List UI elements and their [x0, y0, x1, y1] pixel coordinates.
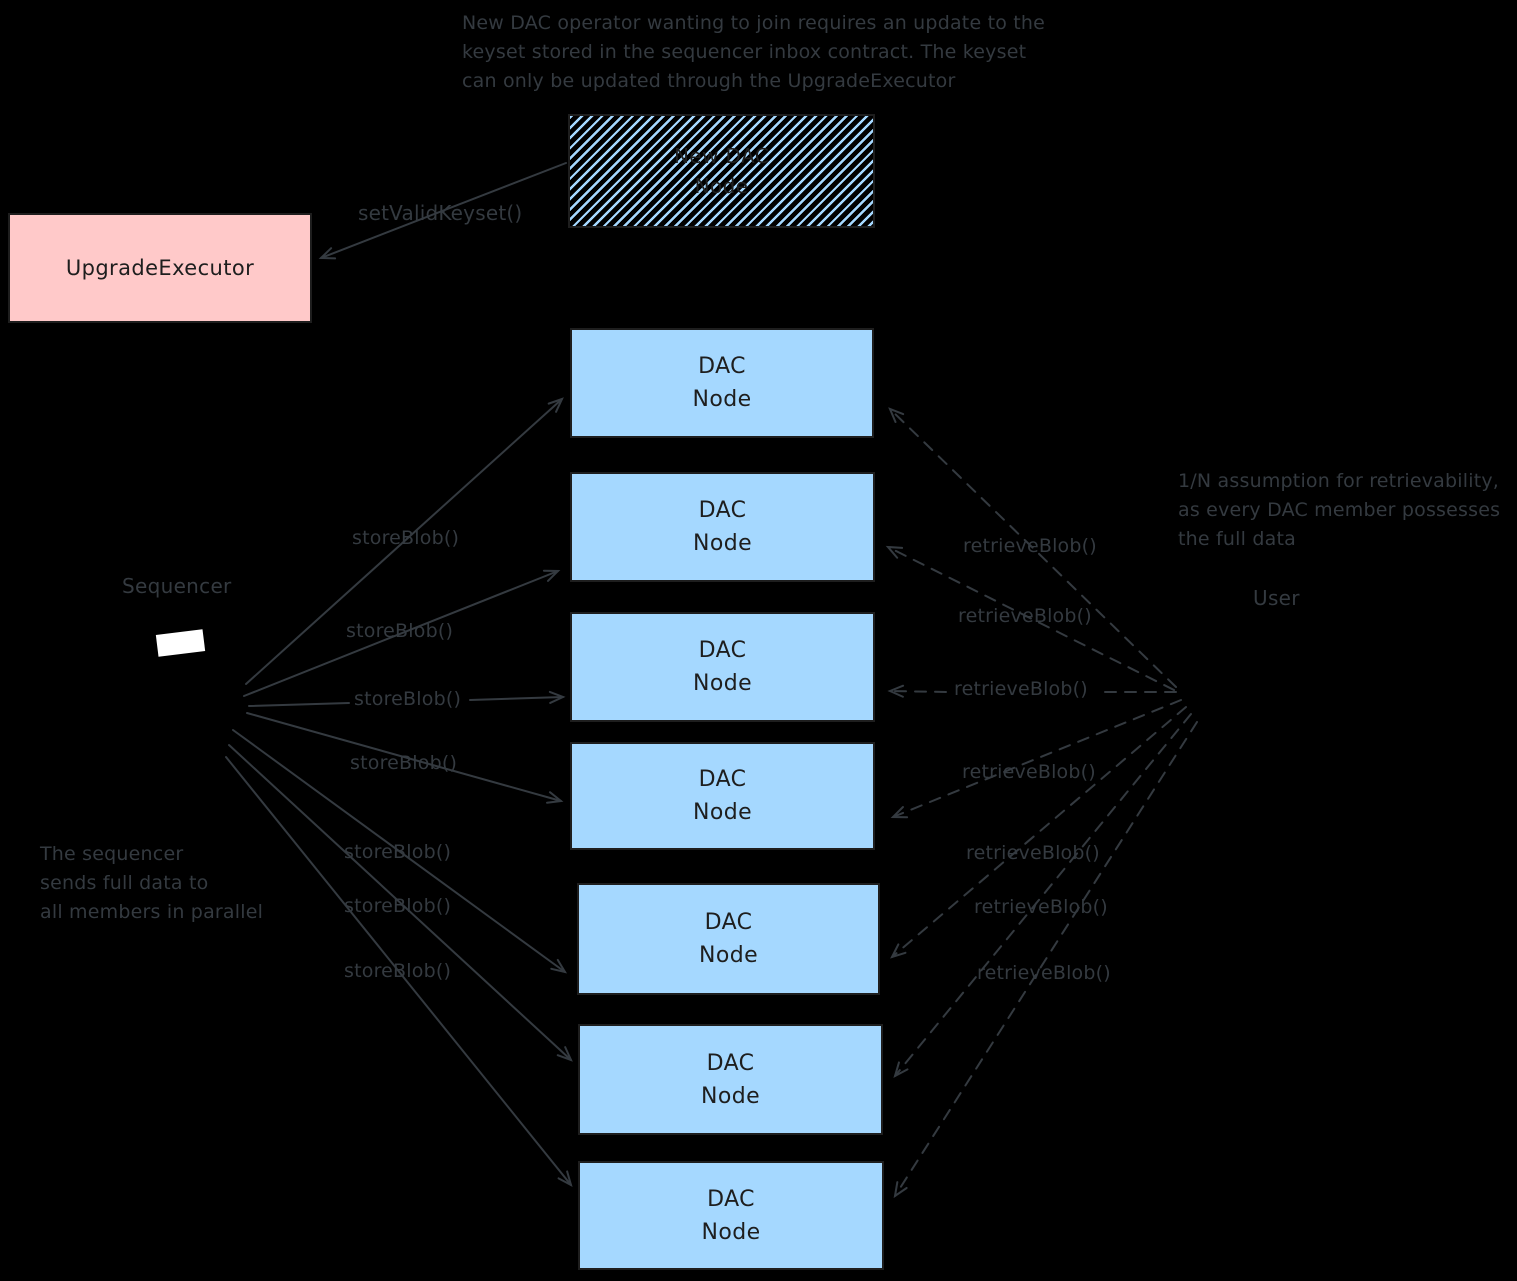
arrow-line: [232, 729, 568, 974]
arrow-line: [245, 397, 564, 685]
dac-node-box: DAC Node: [570, 328, 874, 438]
arrow-line: [243, 569, 561, 697]
arrow-line: [318, 162, 567, 260]
store-blob-label: storeBlob(): [346, 620, 454, 642]
set-valid-keyset-label: setValidKeyset(): [358, 201, 523, 225]
store-blob-label: storeBlob(): [344, 841, 452, 863]
dac-node-box: DAC Node: [578, 1024, 883, 1135]
arrow-line: [890, 706, 1187, 959]
store-blob-label: storeBlob(): [354, 688, 462, 710]
arrow-line: [225, 756, 573, 1187]
store-blob-arrows: [225, 397, 573, 1187]
arrow-line: [893, 721, 1198, 1199]
retrieve-blob-label: retrieveBlob(): [977, 962, 1111, 984]
arrow-line: [469, 690, 566, 704]
retrieve-blob-label: retrieveBlob(): [966, 842, 1100, 864]
arrow-line: [246, 712, 564, 804]
arrow-line: [248, 702, 350, 707]
retrieve-blob-label: retrieveBlob(): [963, 535, 1097, 557]
arrow-line: [228, 744, 573, 1062]
dac-node-box: DAC Node: [570, 472, 875, 582]
new-dac-node-box: New DAC Node: [568, 114, 875, 228]
set-valid-keyset-arrow: [318, 162, 567, 260]
sequencer-note: The sequencer sends full data to all mem…: [40, 843, 264, 923]
dac-node-box: DAC Node: [578, 1161, 884, 1270]
store-blob-label: storeBlob(): [344, 895, 452, 917]
user-note: 1/N assumption for retrievability, as ev…: [1178, 470, 1501, 550]
dac-node-box: DAC Node: [570, 612, 875, 722]
user-label: User: [1253, 586, 1300, 610]
arrow-line: [885, 545, 1175, 691]
store-blob-label: storeBlob(): [352, 527, 460, 549]
arrow-line: [888, 407, 1177, 688]
store-blob-label: storeBlob(): [350, 752, 458, 774]
retrieve-blob-label: retrieveBlob(): [962, 761, 1096, 783]
retrieve-blob-label: retrieveBlob(): [974, 896, 1108, 918]
upgrade-executor-box: UpgradeExecutor: [8, 213, 312, 323]
top-note: New DAC operator wanting to join require…: [462, 12, 1046, 92]
store-blob-label: storeBlob(): [344, 960, 452, 982]
retrieve-blob-label: retrieveBlob(): [954, 678, 1088, 700]
retrieve-blob-label: retrieveBlob(): [958, 605, 1092, 627]
arrow-line: [893, 713, 1192, 1078]
arrow-line: [887, 684, 947, 698]
arrow-line: [890, 699, 1182, 819]
dac-node-box: DAC Node: [570, 742, 875, 850]
retrieve-blob-arrows: [885, 407, 1198, 1199]
dac-node-box: DAC Node: [577, 883, 880, 995]
sequencer-label: Sequencer: [122, 574, 232, 598]
